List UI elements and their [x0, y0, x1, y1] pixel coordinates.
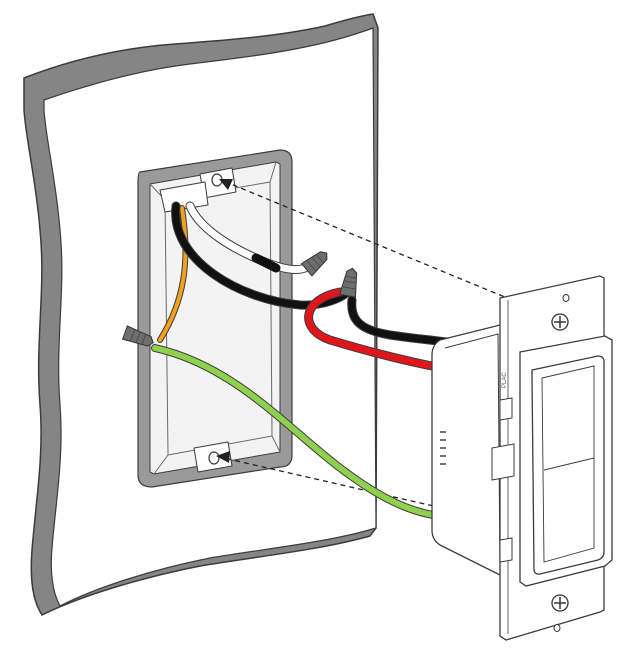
- strap-top-hole: [562, 294, 570, 302]
- bottom-arrowhead: [216, 451, 230, 463]
- wire-nut-icon: [339, 267, 358, 298]
- wire-nut-icon: [300, 251, 328, 277]
- wires: [151, 201, 453, 520]
- wire-nut-ground: [121, 325, 154, 347]
- electrical-box: [137, 149, 293, 488]
- top-arrow-line: [225, 181, 513, 301]
- strap-bottom-hole: [553, 624, 561, 632]
- rocker-paddle: [531, 355, 605, 575]
- wire-nut-hot: [339, 267, 358, 298]
- top-screw: [551, 313, 569, 331]
- wire-nut-icon: [121, 325, 154, 347]
- side-clip-top: [499, 397, 513, 421]
- bottom-mounting-hole: [208, 451, 220, 465]
- switch-tiny-label: PLAC: [502, 372, 508, 388]
- rocker-split-line: [543, 457, 595, 471]
- yellow-wire: [158, 206, 188, 342]
- white-wire-tape: [251, 253, 281, 273]
- green-ground-wire: [152, 345, 443, 519]
- red-wire: [305, 288, 446, 372]
- vent-slots: [440, 431, 446, 465]
- wire-nut-neutral: [300, 251, 328, 277]
- black-load-wire: [348, 296, 452, 346]
- top-arrowhead: [219, 179, 233, 190]
- switch-assembly: PLAC: [431, 275, 613, 641]
- black-supply-wire: [172, 202, 354, 309]
- rocker-inner: [541, 365, 595, 563]
- side-clip-middle: [491, 443, 515, 481]
- side-clip-bottom: [499, 537, 513, 563]
- switch-body: [431, 324, 513, 576]
- switch-body-edge: [444, 333, 501, 573]
- bottom-screw: [551, 594, 569, 612]
